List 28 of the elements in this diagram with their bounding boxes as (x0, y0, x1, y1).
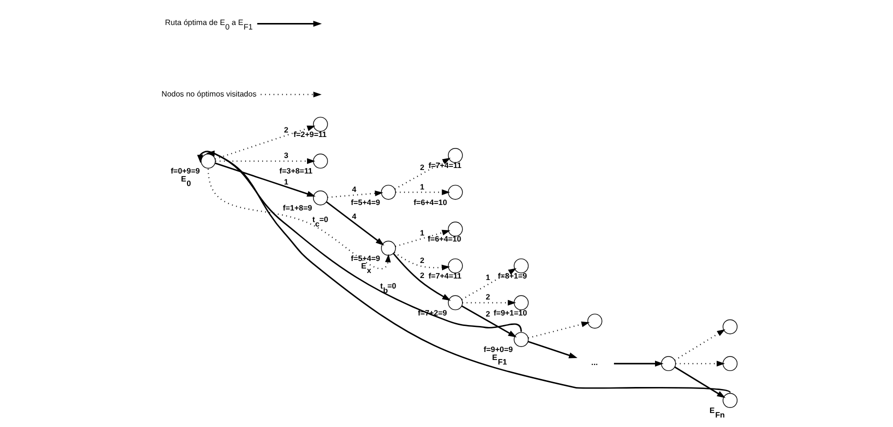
edge-label: 2 (420, 256, 424, 265)
node-label: f=0+9=9 (170, 166, 200, 176)
node-label: f=5+4=9 (350, 254, 380, 263)
edge-label: 2 (420, 270, 424, 280)
node-label: f=5+4=9 (350, 198, 380, 207)
node-text: ... (591, 358, 598, 367)
node-label: f=3+8=11 (279, 166, 312, 176)
edge-label: 1 (420, 182, 424, 192)
node-label: f=9+0=9 (484, 345, 513, 354)
node-label: f=6+4=10 (414, 198, 448, 207)
node-label: f=7+4=11 (428, 161, 462, 170)
node-label: f=7+4=11 (428, 272, 462, 280)
edge-label: 4 (352, 212, 356, 222)
edge-label: 1 (486, 272, 490, 282)
node-label: f=8+1=9 (498, 272, 527, 280)
legend-label: Nodos no óptimos visitados (161, 90, 256, 99)
edge-label: 1 (284, 177, 288, 186)
node-label: f=6+4=10 (428, 234, 462, 244)
edge-label: 4 (352, 185, 356, 194)
edge-label: 2 (486, 292, 490, 302)
edge-label: 2 (420, 163, 424, 172)
node-label: f=1+8=9 (282, 204, 312, 213)
edge-label: 1 (420, 228, 424, 238)
node-label: f=9+1=10 (494, 308, 528, 318)
edge-label: 3 (284, 151, 288, 160)
edge-label: 2 (284, 126, 288, 135)
node-label: f=2+9=11 (294, 130, 327, 139)
edge-label: 2 (486, 310, 490, 319)
